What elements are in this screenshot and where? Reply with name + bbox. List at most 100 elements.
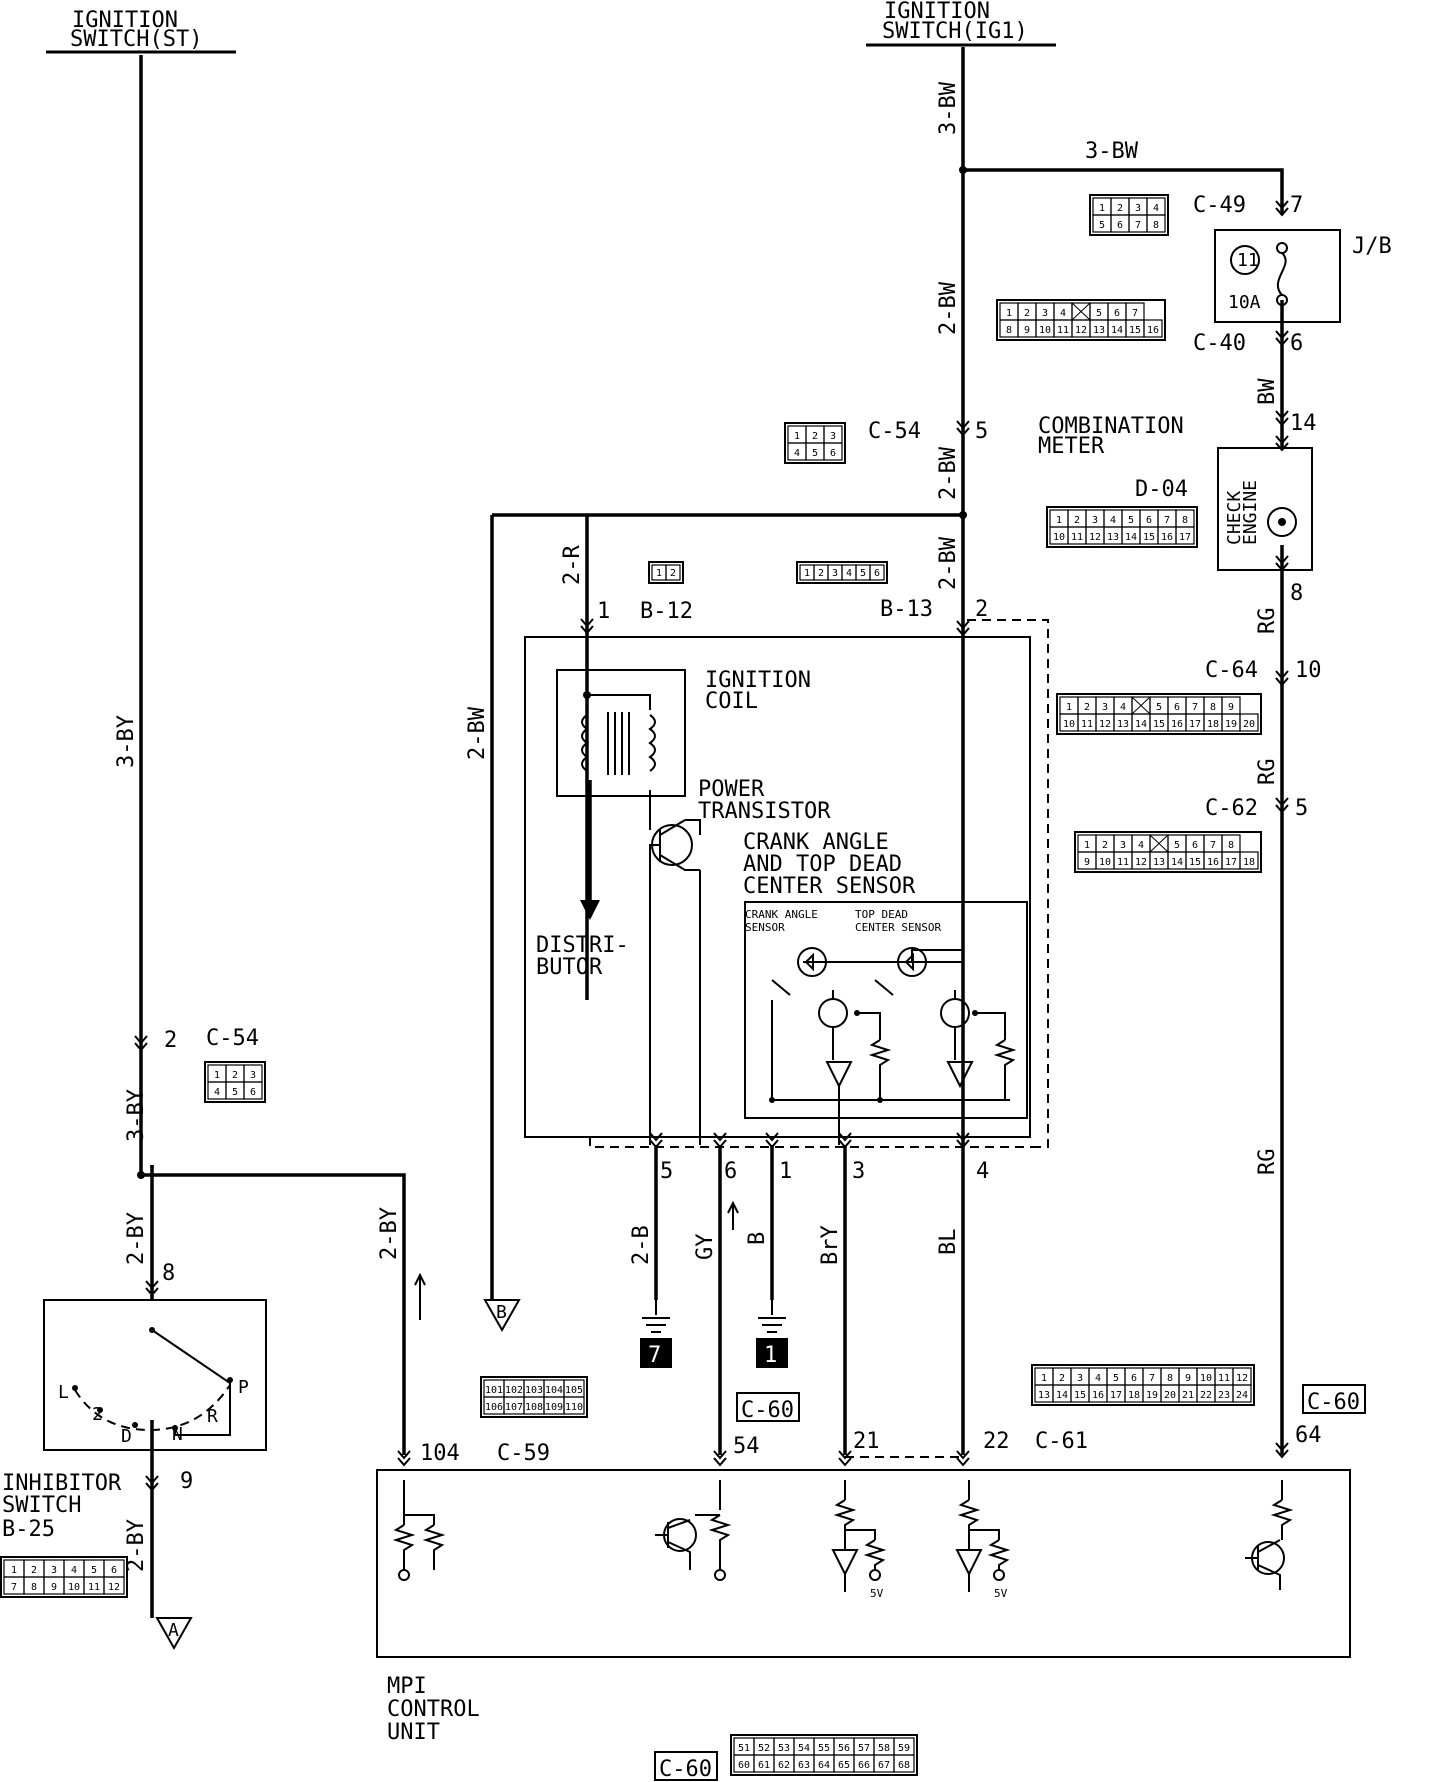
- svg-text:2-R: 2-R: [560, 545, 585, 585]
- junction-block: 11 10A J/B: [1214, 229, 1392, 323]
- connector-pin-label: 5: [1174, 840, 1180, 851]
- svg-text:N: N: [172, 1424, 183, 1445]
- svg-text:C-60: C-60: [659, 1757, 712, 1782]
- connector-pin-label: 10: [1053, 532, 1065, 543]
- mpi-control-unit: MPI CONTROL UNIT 5V 5V: [376, 1456, 1351, 1745]
- connector-pin-label: 3: [1042, 308, 1048, 319]
- svg-text:14: 14: [1290, 411, 1317, 436]
- svg-text:C-40: C-40: [1193, 331, 1246, 356]
- connector-pin-label: 13: [1107, 532, 1119, 543]
- svg-text:5: 5: [1295, 796, 1308, 821]
- connector-pin-label: 12: [1135, 857, 1147, 868]
- svg-text:7: 7: [648, 1343, 661, 1368]
- connector-pin-label: 19: [1225, 719, 1237, 730]
- connector-pin-label: 4: [214, 1087, 220, 1098]
- svg-text:104: 104: [420, 1441, 460, 1466]
- svg-text:C-54: C-54: [206, 1026, 259, 1051]
- blank-cavity: [1071, 302, 1091, 321]
- connector-pin-label: 54: [798, 1743, 810, 1754]
- connector-housing: [0, 1556, 128, 1598]
- svg-text:COIL: COIL: [705, 689, 758, 714]
- svg-text:1: 1: [779, 1159, 792, 1184]
- svg-text:BL: BL: [936, 1229, 961, 1256]
- connector-pin-label: 67: [878, 1760, 890, 1771]
- connector-pin-label: 2: [1024, 308, 1030, 319]
- connector-pin-label: 57: [858, 1743, 870, 1754]
- connector-pin-label: 60: [738, 1760, 750, 1771]
- connector-pin-label: 3: [1092, 515, 1098, 526]
- blank-cavity: [1131, 696, 1151, 715]
- blank-cavity: [1149, 834, 1169, 853]
- connector-pin-label: 7: [1164, 515, 1170, 526]
- connector-pin-label: 23: [1218, 1390, 1230, 1401]
- svg-text:METER: METER: [1038, 434, 1105, 459]
- svg-text:2: 2: [164, 1028, 177, 1053]
- connector-pin-label: 5: [860, 568, 866, 579]
- svg-text:54: 54: [733, 1434, 760, 1459]
- connector-pin-label: 4: [1110, 515, 1116, 526]
- connector-housing: [1074, 831, 1262, 873]
- connector-pin-label: 8: [1182, 515, 1188, 526]
- connector-pin-label: 4: [1095, 1373, 1101, 1384]
- svg-text:CENTER SENSOR: CENTER SENSOR: [855, 921, 941, 934]
- ground-7: 7: [640, 1300, 672, 1368]
- svg-text:8: 8: [1290, 581, 1303, 606]
- connector-pin-label: 104: [545, 1385, 563, 1396]
- svg-text:4: 4: [976, 1159, 989, 1184]
- connector-pin-label: 15: [1129, 325, 1141, 336]
- connector-pin-label: 8: [1210, 702, 1216, 713]
- connector-pin-label: 1: [794, 431, 800, 442]
- svg-text:22: 22: [983, 1429, 1010, 1454]
- connector-pin-label: 2: [232, 1070, 238, 1081]
- svg-text:2: 2: [975, 597, 988, 622]
- svg-text:RG: RG: [1255, 759, 1280, 786]
- connector-housing: [784, 422, 846, 464]
- svg-text:B: B: [496, 1302, 507, 1323]
- connector-pin-label: 2: [31, 1565, 37, 1576]
- combination-meter: COMBINATION METER CHECK ENGINE: [1038, 414, 1313, 571]
- connector-housing: [204, 1061, 266, 1103]
- connector-pin-label: 4: [1120, 702, 1126, 713]
- connector-housing: [730, 1734, 918, 1776]
- connector-pin-label: 4: [1153, 203, 1159, 214]
- connector-pin-label: 13: [1093, 325, 1105, 336]
- svg-text:L: L: [58, 1382, 69, 1403]
- connector-pin-label: 1: [804, 568, 810, 579]
- connector-pin-label: 10: [1039, 325, 1051, 336]
- connector-pin-label: 1: [1041, 1373, 1047, 1384]
- connector-housing: [1089, 194, 1169, 236]
- svg-text:IGNITION: IGNITION: [705, 668, 811, 693]
- svg-text:2-B: 2-B: [629, 1225, 654, 1265]
- svg-text:3-BW: 3-BW: [936, 81, 961, 135]
- connector-pin-label: 14: [1056, 1390, 1068, 1401]
- connector-pin-label: 105: [565, 1385, 583, 1396]
- connector-housing: [648, 561, 684, 584]
- svg-text:C-54: C-54: [868, 419, 921, 444]
- connector-pin-label: 21: [1182, 1390, 1194, 1401]
- connector-pin-label: 1: [1006, 308, 1012, 319]
- offpage-a: A: [155, 1617, 193, 1651]
- connector-pin-label: 2: [1117, 203, 1123, 214]
- svg-text:1: 1: [597, 599, 610, 624]
- svg-text:CONTROL: CONTROL: [387, 1697, 480, 1722]
- svg-text:IGNITION: IGNITION: [72, 8, 178, 33]
- connector-pin-label: 8: [1006, 325, 1012, 336]
- connector-pin-label: 11: [1218, 1373, 1230, 1384]
- connector-pin-label: 19: [1146, 1390, 1158, 1401]
- connector-cavity: [1232, 1384, 1252, 1403]
- connector-pin-label: 17: [1189, 719, 1201, 730]
- pin-numbers: 7 6 14 8 10 5 64 5 1 2 5 6 1 3 4 104 54 …: [162, 193, 1322, 1494]
- connector-pin-label: 3: [51, 1565, 57, 1576]
- svg-text:11: 11: [1237, 250, 1259, 271]
- svg-text:D: D: [121, 1426, 132, 1447]
- inhibitor-switch: L 2 D N R P INHIBITOR SWITCH B-25: [2, 1299, 267, 1542]
- svg-text:5V: 5V: [994, 1587, 1008, 1600]
- svg-text:P: P: [238, 1377, 249, 1398]
- svg-text:C-59: C-59: [497, 1441, 550, 1466]
